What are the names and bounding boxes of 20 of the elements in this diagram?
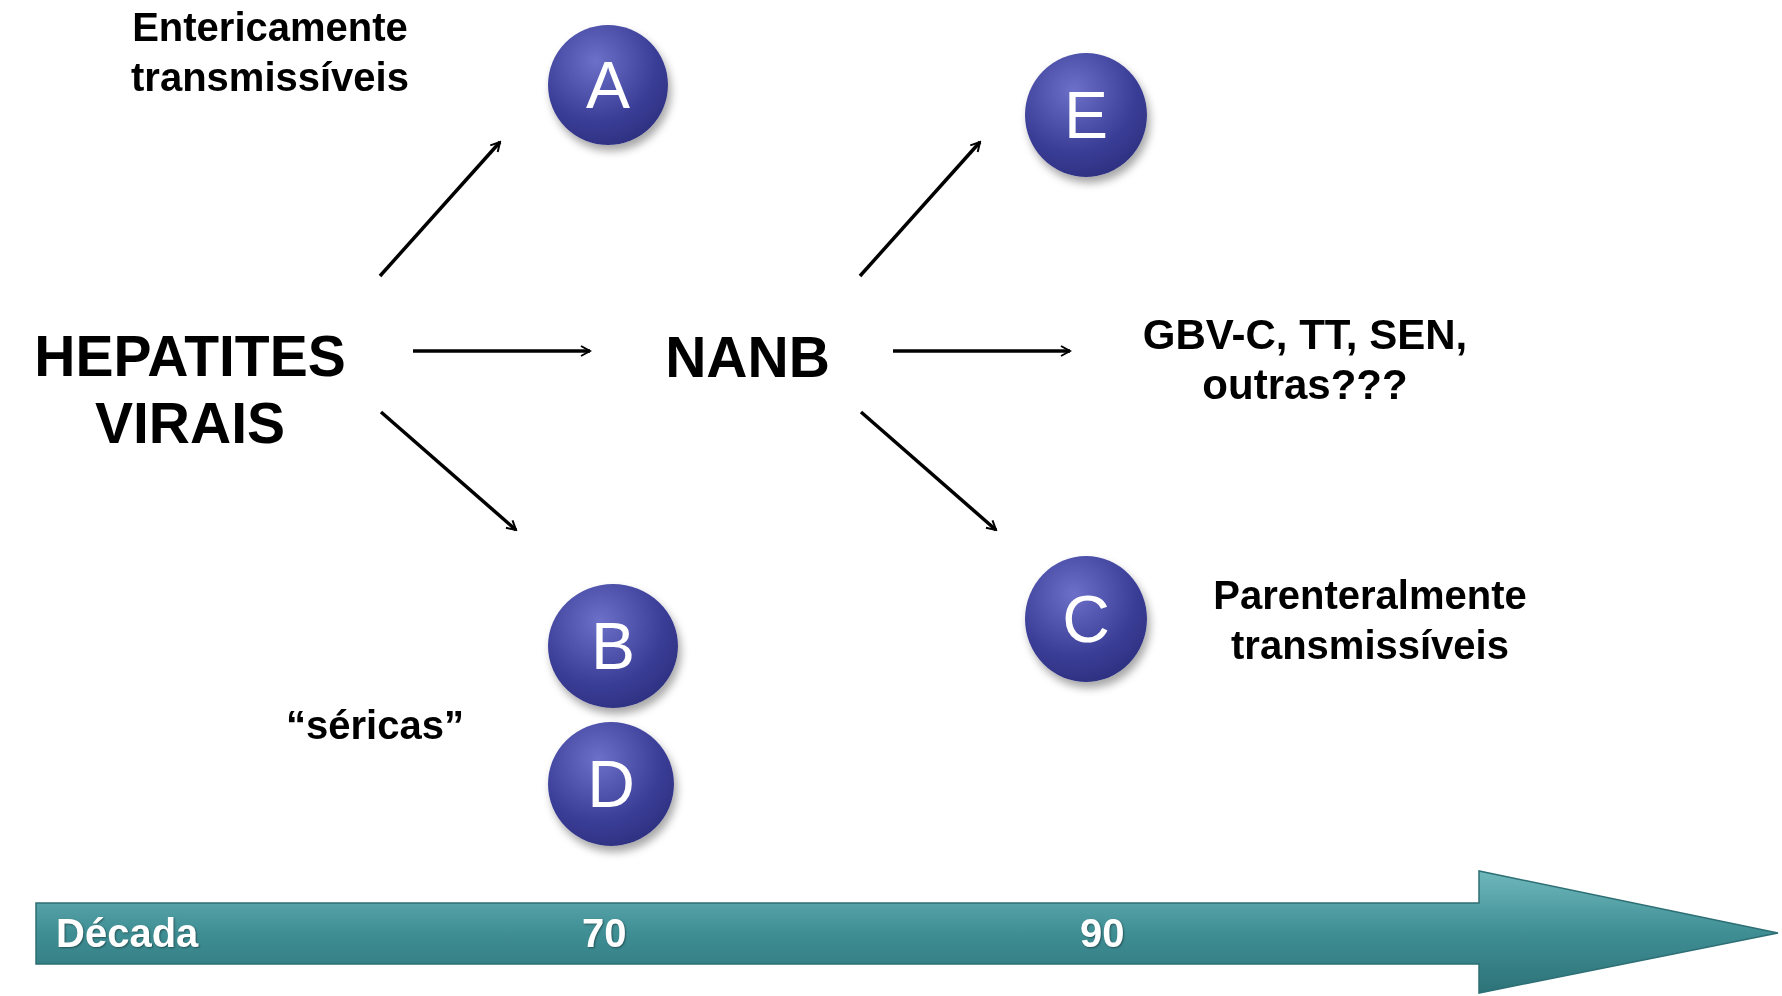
- category-text: HEPATITES VIRAIS: [5, 318, 375, 462]
- transmission-caption: Parenteralmente transmissíveis: [1212, 572, 1528, 669]
- arrow: [413, 345, 591, 357]
- virus-circle: B: [548, 584, 678, 708]
- decade-label: 70: [582, 911, 627, 955]
- axis-title: Década: [56, 911, 199, 955]
- virus-circle: A: [548, 25, 668, 145]
- arrow: [858, 140, 982, 278]
- category-text: GBV-C, TT, SEN, outras???: [1115, 300, 1495, 420]
- note-text: “séricas”: [285, 702, 465, 749]
- virus-circle: C: [1025, 556, 1147, 682]
- arrow: [379, 410, 518, 532]
- virus-circle: D: [548, 722, 674, 846]
- transmission-caption: Entericamente transmissíveis: [130, 4, 410, 101]
- decade-label: 90: [1080, 911, 1125, 955]
- arrow: [378, 140, 502, 278]
- arrow: [893, 345, 1071, 357]
- virus-circle: E: [1025, 53, 1147, 177]
- arrow: [859, 410, 998, 532]
- category-text: NANB: [640, 320, 855, 396]
